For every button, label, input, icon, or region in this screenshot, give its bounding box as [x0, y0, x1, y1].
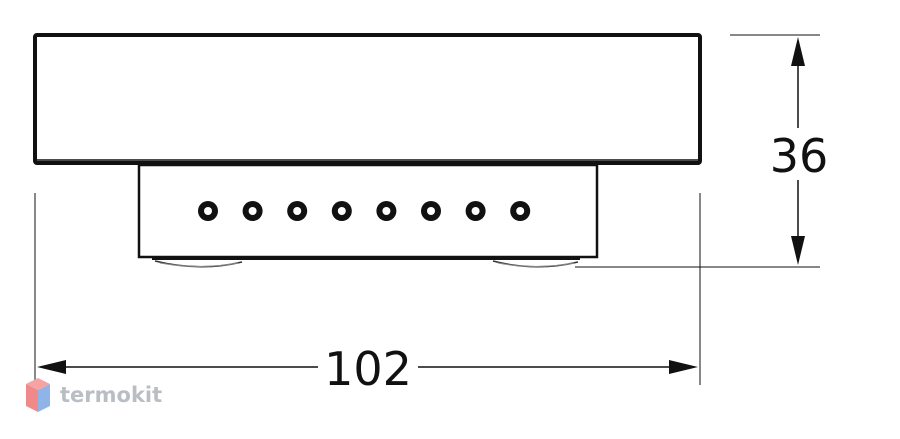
device-base: [137, 163, 599, 259]
height-arrow-down: [791, 236, 805, 265]
terminal-port-hole: [471, 207, 480, 215]
terminal-port-hole: [248, 207, 257, 215]
device-cover: [33, 33, 702, 165]
terminal-port-hole: [382, 207, 391, 215]
height-dimension-label: 36: [770, 129, 829, 183]
height-arrow-up: [791, 37, 805, 66]
left-foot-shadow: [159, 262, 239, 267]
terminal-port-hole: [516, 207, 525, 215]
width-dimension-label: 102: [324, 342, 412, 396]
logo-cube-left: [26, 384, 38, 412]
terminal-port-hole: [204, 207, 212, 215]
terminal-port-hole: [293, 207, 302, 215]
width-arrow-right: [669, 360, 698, 374]
logo-wordmark: termokit: [60, 383, 162, 407]
termokit-logo: termokit: [26, 378, 162, 412]
terminal-port-hole: [427, 207, 435, 215]
right-foot-shadow: [497, 262, 575, 267]
logo-cube-right: [38, 384, 50, 412]
width-arrow-left: [37, 360, 66, 374]
terminal-port-hole: [337, 207, 346, 215]
terminal-ports: [198, 201, 531, 221]
